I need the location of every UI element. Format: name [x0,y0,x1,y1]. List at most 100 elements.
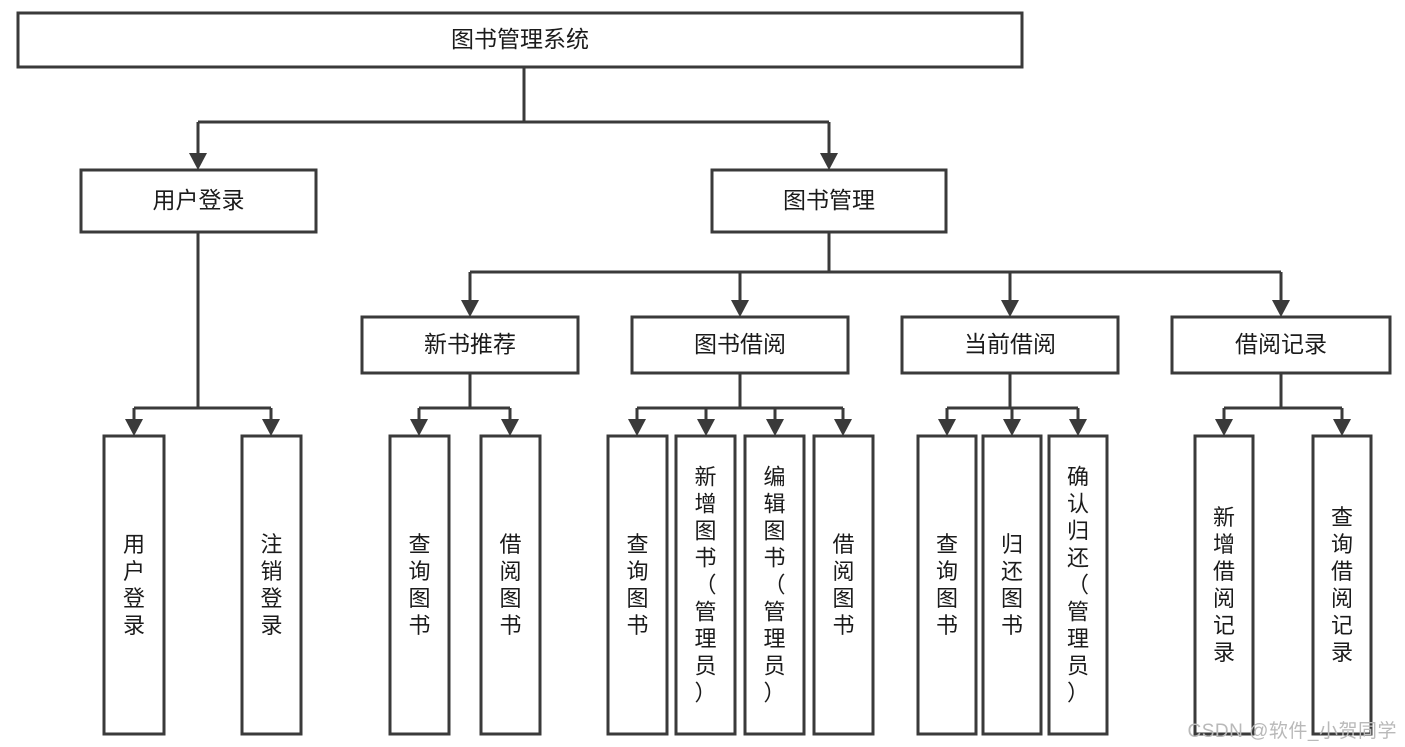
node-label-char: 图 [832,586,854,611]
node-label-char: 书 [832,613,854,638]
node-label-char: 书 [499,613,521,638]
arrow-head-icon [938,419,956,436]
node-label-char: 录 [260,613,282,638]
node-label-char: 员 [694,654,716,679]
node-label-char: ） [1067,681,1089,706]
arrow-head-icon [1272,300,1290,317]
arrow-head-icon [1069,419,1087,436]
node-label-char: 员 [1067,654,1089,679]
node-book-borrow[interactable]: 图书借阅 [630,315,850,375]
node-label-char: 查 [1331,505,1353,530]
node-label-char: 图 [1001,586,1023,611]
node-label-char: 询 [1331,532,1353,557]
node-label-char: ） [763,681,785,706]
arrow-head-icon [731,300,749,317]
node-current-borrow[interactable]: 当前借阅 [900,315,1120,375]
node-label-char: 书 [694,546,716,571]
arrow-head-icon [125,419,143,436]
node-label-char: 阅 [499,559,521,584]
node-label-char: 记 [1213,613,1235,638]
node-label-char: 用 [123,532,145,557]
arrow-head-icon [628,419,646,436]
connector-borrow-record-split [1222,373,1344,420]
node-label-char: 阅 [832,559,854,584]
node-label-char: 管 [1067,600,1089,625]
arrow-head-icon [697,419,715,436]
node-label-char: 录 [123,613,145,638]
node-label-char: 图 [936,586,958,611]
node-label-char: 归 [1001,532,1023,557]
node-label-char: 询 [936,559,958,584]
node-label-char: 理 [763,627,785,652]
node-label-char: 登 [123,586,145,611]
arrow-head-icon [410,419,428,436]
node-label-char: 书 [936,613,958,638]
node-label-char: （ [694,573,716,598]
arrow-head-icon [1003,419,1021,436]
node-label-char: 增 [1213,532,1235,557]
arrow-head-icon [189,153,207,170]
node-label-char: 录 [1213,640,1235,665]
node-label-char: 认 [1067,492,1089,517]
node-new-book-recommend[interactable]: 新书推荐 [360,315,580,375]
node-label-char: 编 [763,465,785,490]
node-label-char: 新 [694,465,716,490]
node-label-char: 借 [1331,559,1353,584]
connector-root-split [196,67,831,154]
node-label-char: 管 [763,600,785,625]
arrow-head-icon [262,419,280,436]
connector-book-borrow-split [635,373,845,420]
connector-new-book-split [417,373,512,420]
node-label-char: 询 [626,559,648,584]
connector-current-borrow-split [945,373,1080,420]
node-root[interactable]: 图书管理系统 [16,11,1024,69]
node-label-char: 查 [408,532,430,557]
node-label-char: 阅 [1213,586,1235,611]
node-label: 图书管理系统 [451,26,589,52]
arrow-head-icon [834,419,852,436]
node-label: 用户登录 [153,187,245,213]
connector-layer [125,67,1351,436]
watermark-text: CSDN @软件_小贺同学 [1187,721,1397,742]
node-label-char: 询 [408,559,430,584]
node-label-char: 销 [260,559,282,584]
connector-book-manage-split [468,232,1283,301]
node-label-char: 图 [408,586,430,611]
node-label-char: 理 [694,627,716,652]
arrow-head-icon [1215,419,1233,436]
node-label-char: （ [1067,573,1089,598]
node-label-char: 借 [832,532,854,557]
node-book-manage[interactable]: 图书管理 [710,168,948,234]
node-label-char: 辑 [763,492,785,517]
node-leaf-user-login[interactable]: 用户登录 [102,434,166,736]
node-label-char: 阅 [1331,586,1353,611]
node-label-char: 管 [694,600,716,625]
arrow-head-icon [820,153,838,170]
node-label-char: 查 [626,532,648,557]
node-label-char: 书 [626,613,648,638]
node-user-login[interactable]: 用户登录 [79,168,318,234]
node-borrow-record[interactable]: 借阅记录 [1170,315,1392,375]
arrow-head-icon [766,419,784,436]
node-label-char: 图 [763,519,785,544]
node-label: 图书管理 [783,187,875,213]
arrow-head-icon [1333,419,1351,436]
node-label: 新书推荐 [424,331,516,357]
node-label-char: 图 [694,519,716,544]
node-label-char: 书 [408,613,430,638]
node-label-char: 增 [694,492,716,517]
node-label-char: 借 [499,532,521,557]
